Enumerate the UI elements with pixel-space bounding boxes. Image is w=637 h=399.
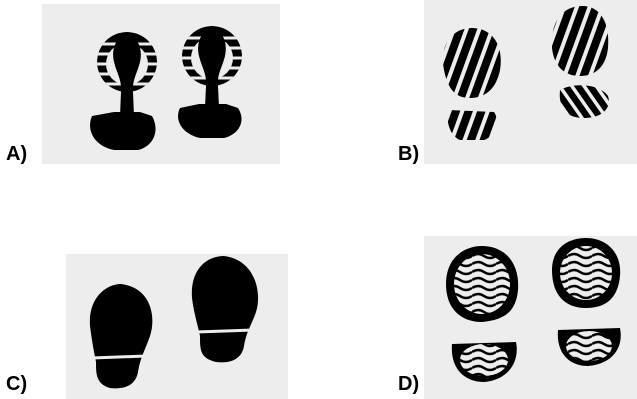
left-smooth-print bbox=[89, 284, 153, 389]
smooth-footprint-icon bbox=[89, 256, 259, 389]
left-striped-print bbox=[442, 28, 501, 140]
left-wavy-print bbox=[446, 246, 519, 382]
right-striped-print bbox=[551, 6, 609, 118]
right-wavy-print bbox=[552, 238, 621, 366]
option-a-label: A) bbox=[6, 143, 28, 165]
option-d-image[interactable] bbox=[424, 236, 637, 399]
option-b-label: B) bbox=[398, 143, 420, 165]
right-smooth-print bbox=[191, 256, 259, 363]
option-c-image[interactable] bbox=[66, 254, 288, 399]
striped-sole-print-icon bbox=[442, 6, 609, 140]
boot-print-icon bbox=[90, 26, 242, 150]
option-b-image[interactable] bbox=[424, 0, 637, 164]
option-c-label: C) bbox=[6, 373, 28, 395]
wavy-tread-print-icon bbox=[446, 238, 621, 382]
option-d-label: D) bbox=[398, 373, 420, 395]
option-a-image[interactable] bbox=[42, 4, 280, 164]
